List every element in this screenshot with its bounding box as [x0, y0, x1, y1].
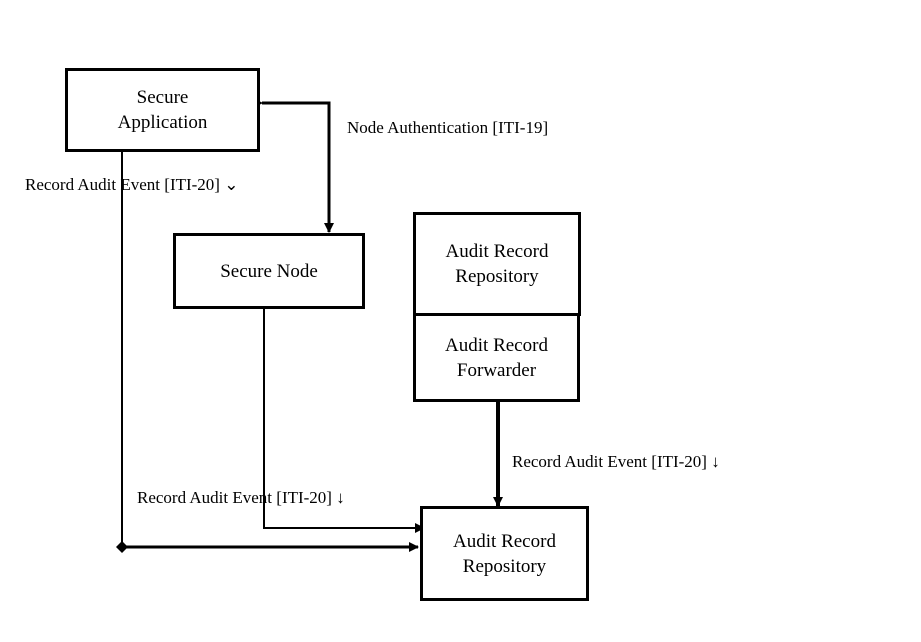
audit-record-repository-bottom-label: Audit Record Repository	[453, 530, 556, 577]
audit-record-repository-bottom-box: Audit Record Repository	[420, 506, 589, 601]
secure-application-box: Secure Application	[65, 68, 260, 152]
record-audit-event-node-label: Record Audit Event [ITI-20] ↓	[137, 488, 345, 507]
record-audit-event-app-label: Record Audit Event [ITI-20] ⌄	[25, 175, 239, 194]
secure-application-label: Secure Application	[117, 87, 208, 133]
audit-record-repository-top-label: Audit Record Repository	[445, 241, 549, 287]
record-audit-event-forwarder-label: Record Audit Event [ITI-20] ↓	[512, 452, 720, 471]
junction-diamond	[116, 541, 128, 553]
audit-record-forwarder-box: Audit Record Forwarder	[413, 313, 580, 402]
secure-node-label: Secure Node	[220, 260, 318, 282]
node-authentication-connector	[253, 98, 334, 233]
audit-record-forwarder-label: Audit Record Forwarder	[445, 334, 548, 381]
node-authentication-label: Node Authentication [ITI-19]	[347, 118, 549, 137]
audit-record-repository-top-box: Audit Record Repository	[413, 212, 581, 316]
secure-node-box: Secure Node	[173, 233, 365, 309]
secure-node-audit-connector	[263, 308, 425, 533]
